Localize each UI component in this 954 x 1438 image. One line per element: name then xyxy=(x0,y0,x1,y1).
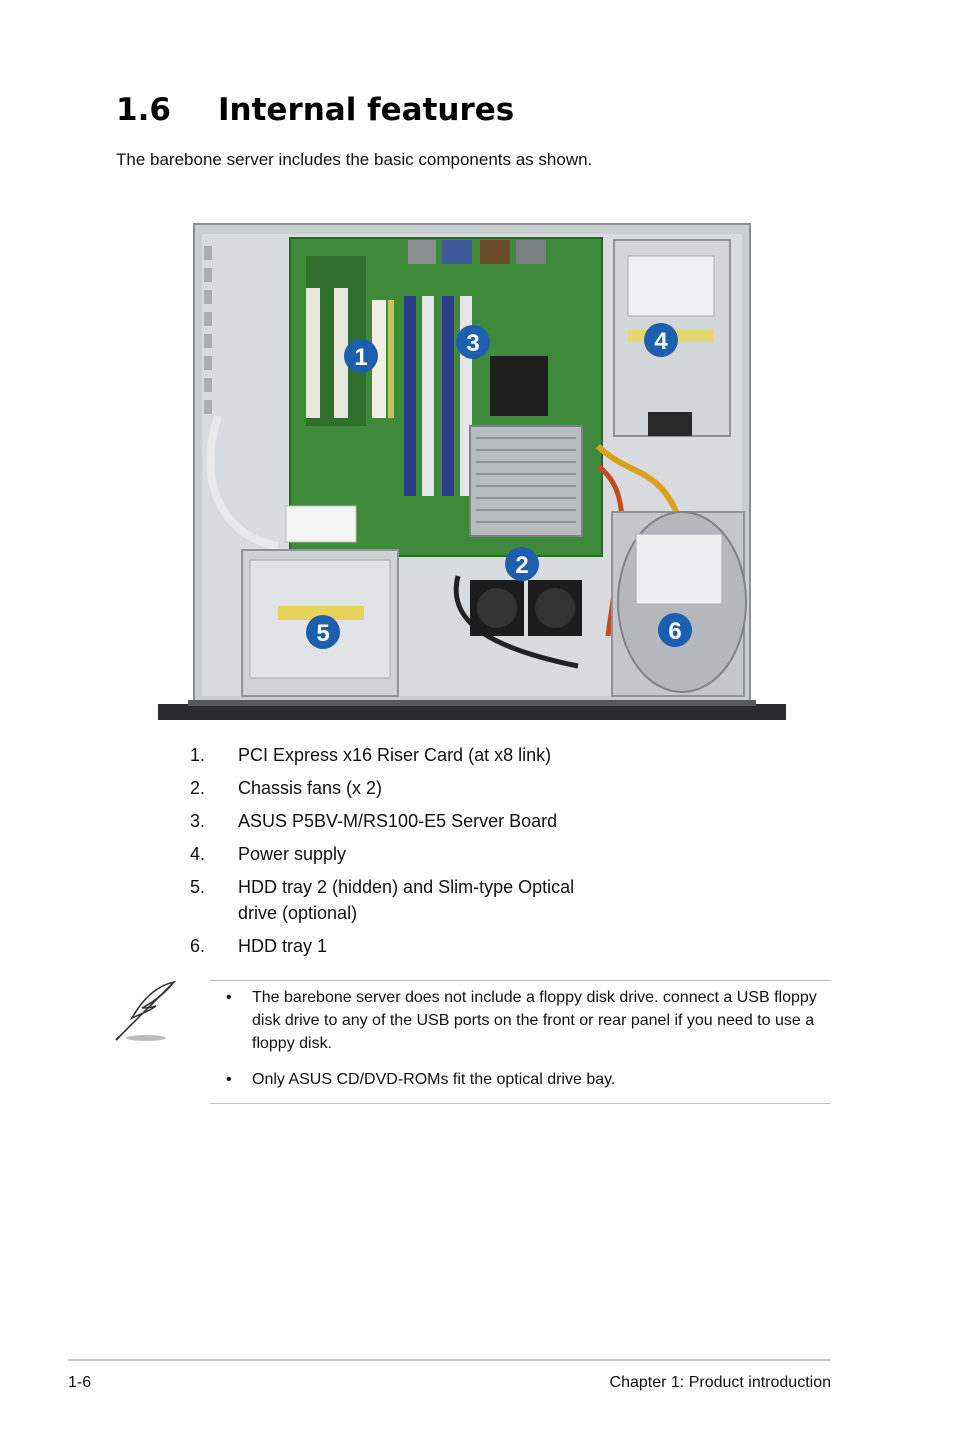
note-list: • The barebone server does not include a… xyxy=(226,986,826,1104)
note-bottom-rule xyxy=(210,1103,831,1104)
bullet: • xyxy=(226,989,232,1006)
item-text: HDD tray 2 (hidden) and Slim-type Optica… xyxy=(238,877,575,923)
intro-text: The barebone server includes the basic c… xyxy=(116,150,593,169)
chapter-title: Chapter 1: Product introduction xyxy=(609,1374,831,1391)
feather-pen-icon xyxy=(115,980,177,1041)
item-text: PCI Express x16 Riser Card (at x8 link) xyxy=(238,745,552,765)
note-top-rule xyxy=(210,980,831,981)
bullet: • xyxy=(226,1071,232,1088)
item-text: HDD tray 1 xyxy=(238,936,328,956)
list-item: 2. Chassis fans (x 2) xyxy=(190,775,650,801)
item-number: 5. xyxy=(190,877,206,897)
note-text: Only ASUS CD/DVD-ROMs fit the optical dr… xyxy=(252,1071,616,1088)
component-list: 1. PCI Express x16 Riser Card (at x8 lin… xyxy=(190,742,650,966)
item-text: Power supply xyxy=(238,844,347,864)
list-item: 5. HDD tray 2 (hidden) and Slim-type Opt… xyxy=(190,874,650,926)
item-number: 2. xyxy=(190,778,206,798)
callout-3: 3 xyxy=(456,325,490,359)
note-item: • The barebone server does not include a… xyxy=(226,986,826,1055)
item-number: 3. xyxy=(190,811,206,831)
item-number: 4. xyxy=(190,844,206,864)
item-text: Chassis fans (x 2) xyxy=(238,778,383,798)
list-item: 3. ASUS P5BV-M/RS100-E5 Server Board xyxy=(190,808,650,834)
svg-text:2: 2 xyxy=(515,552,528,579)
svg-text:4: 4 xyxy=(654,328,668,355)
item-number: 1. xyxy=(190,745,206,765)
page-number: 1-6 xyxy=(68,1374,92,1391)
server-internal-photo: 1 2 3 4 5 6 xyxy=(158,223,786,720)
callout-6: 6 xyxy=(658,613,692,647)
svg-text:3: 3 xyxy=(466,330,479,357)
callout-5: 5 xyxy=(306,615,340,649)
note-item: • Only ASUS CD/DVD-ROMs fit the optical … xyxy=(226,1068,826,1091)
svg-text:1: 1 xyxy=(354,344,367,371)
svg-text:6: 6 xyxy=(668,618,681,645)
footer-rule xyxy=(68,1359,831,1361)
callout-2: 2 xyxy=(505,547,539,581)
section-number: 1.6 xyxy=(116,92,171,128)
list-item: 4. Power supply xyxy=(190,841,650,867)
note-text: The barebone server does not include a f… xyxy=(252,989,817,1052)
list-item: 1. PCI Express x16 Riser Card (at x8 lin… xyxy=(190,742,650,768)
callout-1: 1 xyxy=(344,339,378,373)
callout-4: 4 xyxy=(644,323,678,357)
item-number: 6. xyxy=(190,936,206,956)
svg-text:5: 5 xyxy=(316,620,329,647)
section-title: Internal features xyxy=(218,92,515,128)
list-item: 6. HDD tray 1 xyxy=(190,933,650,959)
section-heading: 1.6 Internal features xyxy=(116,92,514,128)
item-text: ASUS P5BV-M/RS100-E5 Server Board xyxy=(238,811,558,831)
